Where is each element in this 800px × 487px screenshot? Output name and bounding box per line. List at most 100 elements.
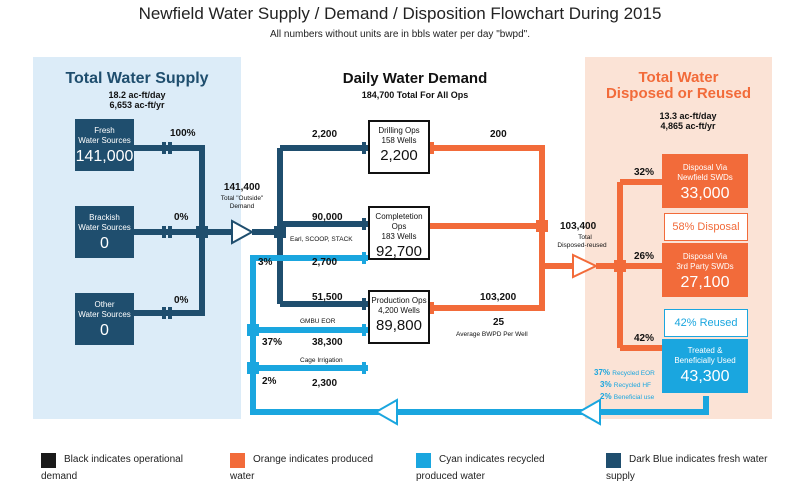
newfield-swd-value: 33,000: [680, 185, 730, 202]
breakdown-row-hf: 3% Recycled HF: [594, 379, 655, 391]
third-party-swd-label-1: Disposal Via: [682, 252, 728, 261]
legend-text-black-2: demand: [41, 471, 78, 482]
breakdown-row-beneficial: 2% Beneficial use: [594, 391, 655, 403]
drilling-value: 2,200: [380, 147, 418, 164]
legend-text-orange-2: water: [230, 471, 255, 482]
breakdown-hf-label: Recycled HF: [613, 382, 652, 389]
supply-acft-day: 18.2 ac-ft/day: [108, 90, 166, 100]
disposal-percent-label: 58% Disposal: [664, 213, 748, 241]
treated-label-2: Beneficially Used: [674, 356, 736, 365]
brackish-water-sources-box: Brackish Water Sources 0: [75, 206, 134, 258]
breakdown-eor-pct: 37%: [594, 368, 611, 377]
fresh-pct: 100%: [170, 128, 196, 139]
legend-swatch-orange: [230, 453, 245, 468]
treated-label-1: Treated &: [687, 346, 723, 355]
other-value: 0: [100, 322, 109, 339]
breakdown-beneficial-label: Beneficial use: [613, 394, 655, 401]
outside-demand-value: 141,400: [223, 182, 261, 193]
reuse-breakdown: 37% Recycled EOR 3% Recycled HF 2% Benef…: [594, 367, 655, 403]
drilling-in-value: 2,200: [312, 129, 338, 140]
production-wells: 4,200 Wells: [378, 306, 420, 315]
avg-bwpd-label: Average BWPD Per Well: [456, 331, 528, 338]
legend-swatch-black: [41, 453, 56, 468]
recycle-arrow-left: [373, 398, 398, 426]
recycle-arrow-right: [576, 398, 601, 426]
third-party-swd-box: Disposal Via 3rd Party SWDs 27,100: [662, 243, 748, 297]
fresh-value: 141,000: [75, 148, 134, 165]
fresh-water-sources-box: Fresh Water Sources 141,000: [75, 119, 134, 171]
disposed-total-label-2: Disposed-reused: [557, 242, 607, 249]
breakdown-hf-pct: 3%: [600, 380, 612, 389]
breakdown-beneficial-pct: 2%: [600, 392, 612, 401]
legend-swatch-dark-blue: [606, 453, 621, 468]
completion-value: 92,700: [376, 243, 422, 260]
other-water-sources-box: Other Water Sources 0: [75, 293, 134, 345]
fresh-label-1: Fresh: [94, 126, 115, 135]
legend-text-orange-1: Orange indicates produced: [253, 454, 374, 465]
breakdown-eor-label: Recycled EOR: [612, 370, 655, 377]
cage-irrigation-label: Cage Irrigation: [300, 357, 343, 364]
drilling-ops-label: Drilling Ops: [378, 126, 420, 135]
disposed-acft-yr: 4,865 ac-ft/yr: [660, 121, 716, 131]
legend-swatch-cyan: [416, 453, 431, 468]
legend-text-black-1: Black indicates operational: [64, 454, 183, 465]
production-ops-label: Production Ops: [371, 296, 427, 305]
completion-ops-box: Completetion Ops 183 Wells 92,700: [368, 206, 430, 260]
production-ops-box: Production Ops 4,200 Wells 89,800: [368, 290, 430, 344]
brackish-pct: 0%: [174, 212, 189, 223]
eor-pct: 37%: [262, 337, 283, 348]
production-recycled-value: 38,300: [312, 337, 343, 348]
drilling-ops-box: Drilling Ops 158 Wells 2,200: [368, 120, 430, 174]
disposed-heading-2: Disposed or Reused: [605, 85, 752, 102]
completion-note: Earl, SCOOP, STACK: [290, 236, 353, 243]
legend-text-cyan-2: produced water: [416, 471, 485, 482]
third-party-swd-label-2: 3rd Party SWDs: [676, 262, 734, 271]
disposed-acft-day: 13.3 ac-ft/day: [659, 111, 717, 121]
recycled-water-pipes: [250, 255, 709, 415]
other-pct: 0%: [174, 295, 189, 306]
outside-demand-label-2: Demand: [229, 203, 255, 210]
cage-pct: 2%: [262, 376, 277, 387]
brackish-label-1: Brackish: [89, 213, 120, 222]
newfield-swd-label-1: Disposal Via: [682, 163, 728, 172]
other-label-1: Other: [94, 300, 115, 309]
outside-demand-label-1: Total "Outside": [220, 195, 264, 202]
production-out-value: 103,200: [480, 292, 517, 303]
disposed-heading-1: Total Water: [638, 69, 719, 86]
drilling-out-value: 200: [490, 129, 507, 140]
disposed-total-value: 103,400: [560, 221, 597, 232]
treated-pct: 42%: [634, 333, 655, 344]
supply-acft-yr: 6,653 ac-ft/yr: [109, 100, 165, 110]
demand-subheading: 184,700 Total For All Ops: [361, 90, 469, 100]
completion-recycled-value: 2,700: [312, 257, 338, 268]
completion-wells: 183 Wells: [381, 232, 417, 241]
demand-heading: Daily Water Demand: [342, 70, 488, 87]
brackish-label-2: Water Sources: [78, 223, 131, 232]
outside-demand-valve: [231, 219, 255, 245]
avg-bwpd-value: 25: [493, 317, 505, 328]
disposed-valve: [572, 253, 599, 279]
production-value: 89,800: [376, 317, 422, 334]
newfield-swd-box: Disposal Via Newfield SWDs 33,000: [662, 154, 748, 208]
production-in-value: 51,500: [312, 292, 343, 303]
completion-ops-label: Completetion Ops: [375, 212, 423, 231]
brackish-value: 0: [100, 235, 109, 252]
other-label-2: Water Sources: [78, 310, 131, 319]
legend-text-dark-blue-1: Dark Blue indicates fresh water: [629, 454, 768, 465]
supply-heading: Total Water Supply: [65, 70, 209, 87]
cage-irrigation-value: 2,300: [312, 378, 338, 389]
page-subtitle: All numbers without units are in bbls wa…: [269, 29, 530, 40]
completion-in-value: 90,000: [312, 212, 343, 223]
reused-percent-label: 42% Reused: [664, 309, 748, 337]
production-note: GMBU EOR: [300, 318, 336, 325]
treated-beneficially-used-box: Treated & Beneficially Used 43,300: [662, 339, 748, 393]
disposed-total-label-1: Total: [578, 234, 592, 241]
newfield-swd-pct: 32%: [634, 167, 655, 178]
legend-text-cyan-1: Cyan indicates recycled: [439, 454, 545, 465]
breakdown-row-eor: 37% Recycled EOR: [594, 367, 655, 379]
newfield-swd-label-2: Newfield SWDs: [677, 173, 733, 182]
third-party-swd-value: 27,100: [680, 274, 730, 291]
produced-water-pipes: [428, 145, 662, 351]
treated-value: 43,300: [680, 368, 730, 385]
